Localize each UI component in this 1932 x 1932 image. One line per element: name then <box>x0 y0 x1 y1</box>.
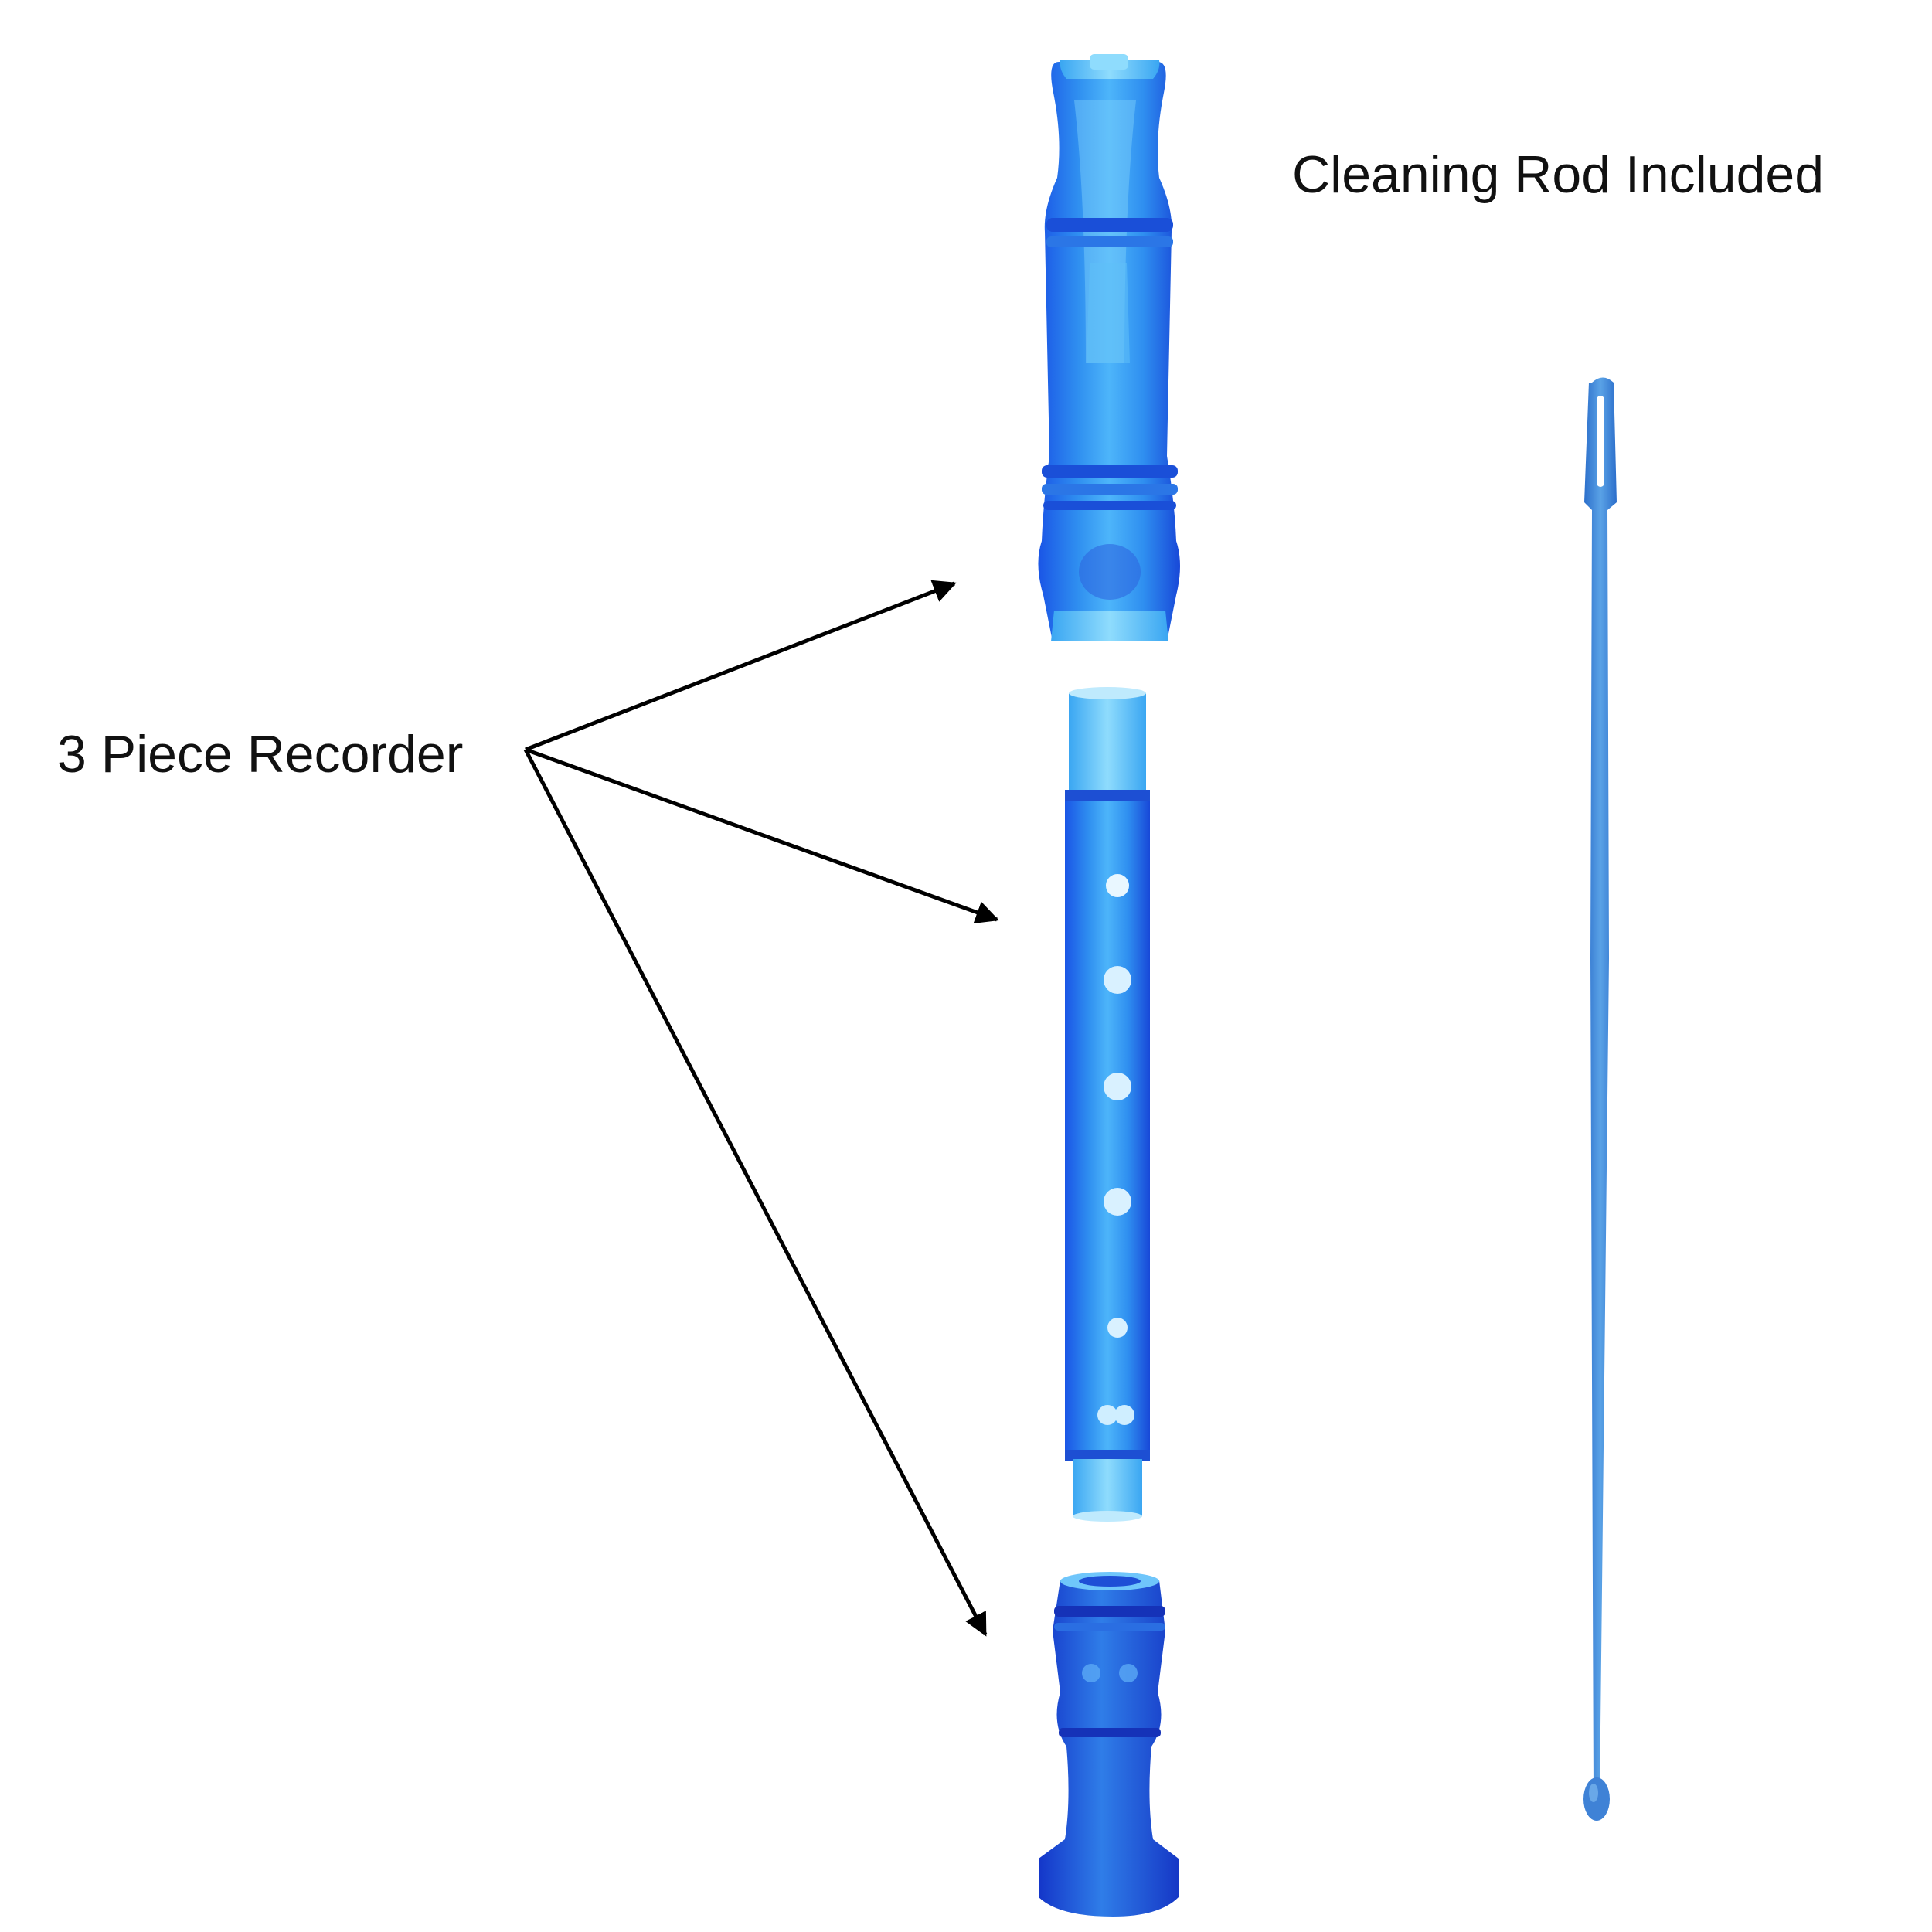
cleaning-rod <box>1583 377 1617 1821</box>
recorder-body-joint <box>1065 687 1150 1522</box>
arrow-to-foot-joint <box>523 748 988 1637</box>
recorder-foot-joint <box>1039 1572 1179 1917</box>
callout-arrows <box>523 580 999 1637</box>
cleaning-rod-caption: Cleaning Rod Included <box>1292 145 1825 204</box>
arrow-to-head-joint <box>525 580 957 752</box>
arrow-to-body-joint <box>525 747 999 923</box>
recorder-caption: 3 Piece Recorder <box>57 725 464 784</box>
recorder-head-joint <box>1038 54 1180 641</box>
